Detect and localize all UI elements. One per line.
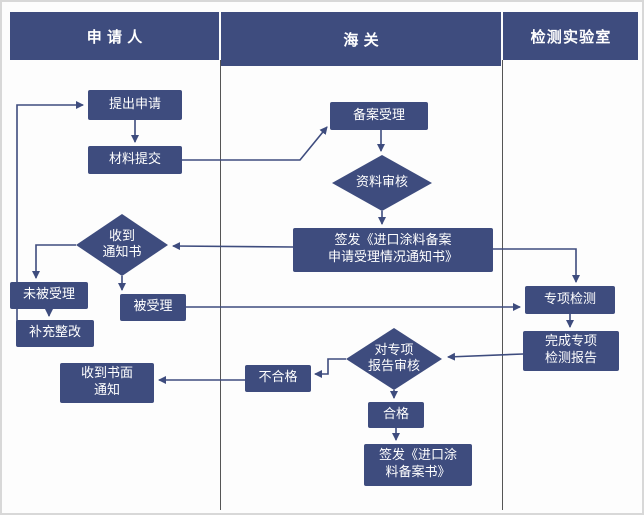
lane-header-applicant: 申请人 [10, 12, 219, 60]
arrow-issue-notice-to-testing [493, 248, 580, 283]
node-not-accepted: 未被受理 [10, 282, 88, 309]
node-accepted: 被受理 [120, 294, 186, 321]
node-unqualified: 不合格 [245, 365, 311, 392]
lane-divider-left [220, 60, 221, 510]
node-supplement-rectify: 补充整改 [16, 320, 94, 347]
node-complete-testing-report: 完成专项 检测报告 [523, 331, 619, 371]
lane-divider-right [502, 60, 503, 510]
arrow-report-review-to-unqualified [314, 358, 346, 378]
lane-header-testing-lab: 检测实验室 [503, 12, 638, 60]
arrow-report-to-report-review [447, 352, 524, 361]
node-special-testing: 专项检测 [525, 286, 615, 314]
arrow-material-to-acceptance [182, 126, 328, 161]
node-material-submission: 材料提交 [88, 146, 182, 174]
node-filing-acceptance: 备案受理 [330, 102, 428, 130]
node-qualified: 合格 [368, 402, 424, 428]
arrow-issue-notice-to-receive-notice [172, 242, 294, 251]
node-issue-filing-certificate: 签发《进口涂 料备案书》 [364, 444, 472, 486]
arrow-receive-notice-to-not-accepted [32, 244, 76, 279]
node-issue-acceptance-notice: 签发《进口涂料备案 申请受理情况通知书》 [293, 228, 493, 272]
node-submit-application: 提出申请 [88, 90, 182, 120]
lane-header-customs: 海关 [221, 12, 501, 66]
decision-data-review: 资料审核 [332, 155, 432, 211]
decision-special-report-review: 对专项 报告审核 [346, 328, 442, 390]
decision-receive-notice: 收到 通知书 [76, 214, 168, 276]
node-receive-written-notice: 收到书面 通知 [60, 363, 154, 403]
